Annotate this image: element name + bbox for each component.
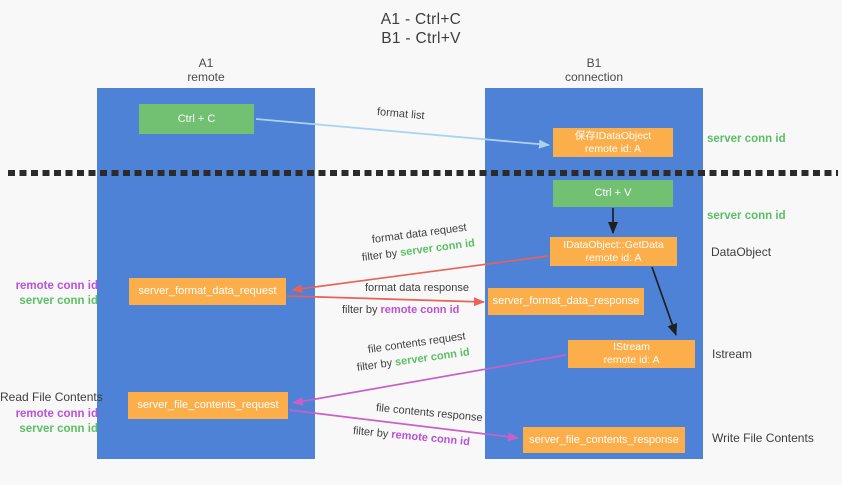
read-file-contents-label: Read File Contents (0, 390, 103, 404)
file-contents-response-filter-label: filter by remote conn id (352, 425, 470, 448)
lane-header-b1: B1 connection (485, 56, 703, 84)
lane-b1-name: B1 (586, 56, 602, 70)
server-format-data-response-box: server_format_data_response (488, 288, 644, 315)
filter-by-text: filter by (361, 247, 401, 264)
istream-box: IStream remote id: A (568, 340, 695, 368)
server-conn-id-label-mid: server conn id (707, 210, 786, 222)
save-idataobject-box: 保存IDataObject remote id: A (553, 128, 673, 157)
format-data-response-label: format data response (365, 282, 469, 294)
ctrl-c-label: Ctrl + C (177, 112, 216, 125)
conn-id-pair-2: remote conn id server conn id (0, 407, 98, 437)
format-data-response-filter-label: filter by remote conn id (342, 304, 459, 316)
remote-conn-id-label-2: remote conn id (15, 408, 98, 420)
istream-line2: remote id: A (603, 354, 660, 366)
lane-header-a1: A1 remote (97, 56, 315, 84)
remote-conn-id-inline: remote conn id (380, 304, 460, 316)
idataobject-getdata-box: IDataObject::GetData remote id: A (550, 237, 677, 266)
title-line-1: A1 - Ctrl+C (380, 11, 462, 28)
istream-line1: IStream (613, 341, 650, 353)
lane-b1-subtitle: connection (564, 70, 624, 84)
server-conn-id-label-left-2: server conn id (19, 423, 98, 435)
ctrl-v-box: Ctrl + V (553, 180, 673, 207)
file-response-label: server_file_contents_response (529, 433, 679, 446)
format-list-label: format list (376, 106, 426, 123)
istream-side-label: Istream (712, 347, 753, 361)
filter-by-text: filter by (352, 425, 392, 441)
filter-by-text: filter by (342, 304, 381, 316)
format-request-label: server_format_data_request (138, 285, 277, 297)
filter-by-text: filter by (356, 356, 396, 374)
server-file-contents-response-box: server_file_contents_response (523, 427, 685, 453)
lane-a1-subtitle: remote (187, 70, 225, 84)
getdata-line1: IDataObject::GetData (563, 238, 664, 251)
file-contents-response-label: file contents response (375, 402, 484, 425)
server-conn-id-label-left-1: server conn id (19, 295, 98, 307)
save-idataobject-line2: remote id: A (584, 142, 642, 155)
ctrl-v-label: Ctrl + V (594, 187, 632, 199)
remote-conn-id-inline: remote conn id (390, 428, 471, 449)
write-file-contents-label: Write File Contents (712, 431, 814, 445)
getdata-line2: remote id: A (585, 251, 642, 264)
server-conn-id-label-top: server conn id (707, 133, 786, 145)
server-file-contents-request-box: server_file_contents_request (128, 392, 288, 419)
diagram-title: A1 - Ctrl+C B1 - Ctrl+V (281, 10, 561, 48)
conn-id-pair-1: remote conn id server conn id (0, 279, 98, 309)
file-request-label: server_file_contents_request (137, 399, 279, 411)
dataobject-label: DataObject (711, 245, 772, 259)
ctrl-c-box: Ctrl + C (139, 104, 254, 134)
lane-a1-name: A1 (198, 56, 214, 70)
remote-conn-id-label-1: remote conn id (15, 280, 98, 292)
server-format-data-request-box: server_format_data_request (129, 278, 286, 305)
save-idataobject-line1: 保存IDataObject (574, 129, 652, 142)
title-line-2: B1 - Ctrl+V (381, 30, 461, 47)
arrow-format-data-response (286, 295, 485, 307)
format-response-label: server_format_data_response (492, 295, 640, 307)
